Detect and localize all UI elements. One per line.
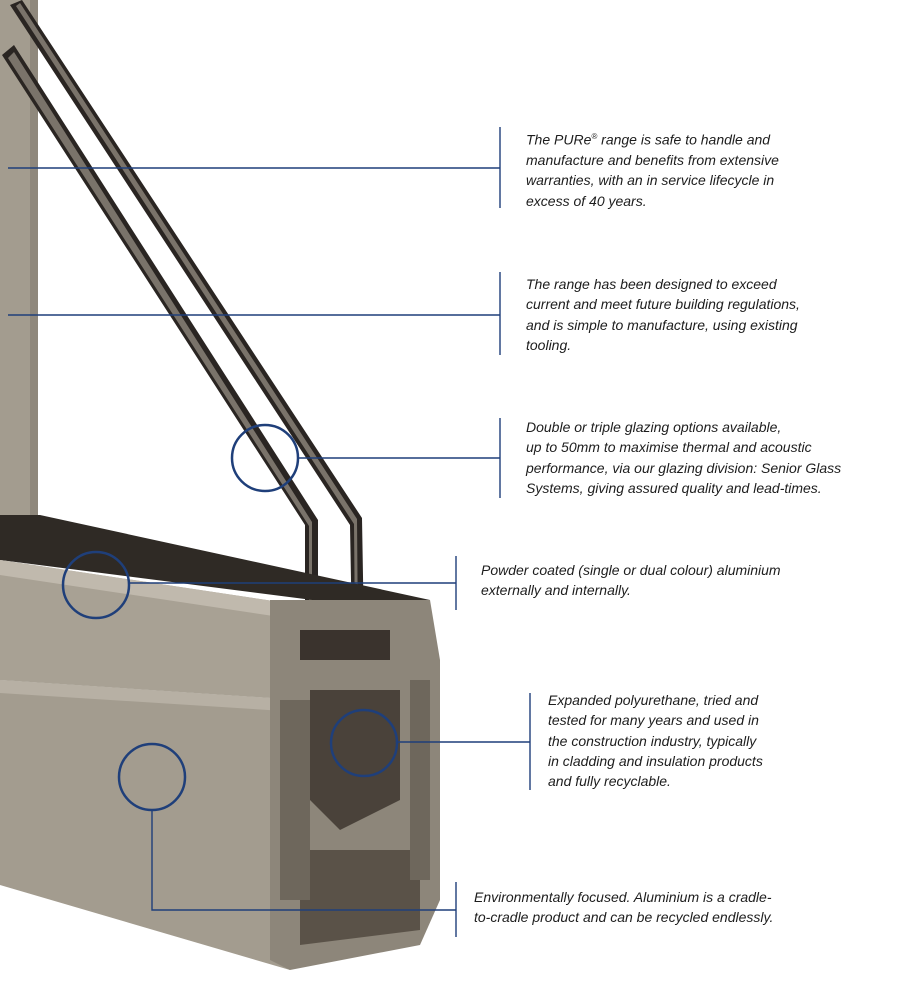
polyurethane-marker-circle	[329, 708, 399, 778]
callout-environment: Environmentally focused. Aluminium is a …	[474, 887, 773, 928]
polyurethane-core	[310, 690, 400, 830]
powder-coat-marker-circle	[61, 550, 131, 620]
registered-mark: ®	[591, 132, 598, 141]
callout-powder-coat: Powder coated (single or dual colour) al…	[481, 560, 781, 601]
callout-polyurethane: Expanded polyurethane, tried and tested …	[548, 690, 763, 791]
callout-text: The PURe	[526, 131, 592, 148]
frame-top-ledge	[0, 515, 430, 615]
outer-frame-profile	[0, 680, 300, 970]
callout-text: Environmentally focused. Aluminium is a …	[474, 889, 774, 926]
callout-glazing: Double or triple glazing options availab…	[526, 417, 841, 498]
callout-text: Expanded polyurethane, tried and tested …	[548, 692, 763, 790]
callout-warranty: The PURe® range is safe to handle and ma…	[526, 127, 779, 211]
callout-regulations: The range has been designed to exceed cu…	[526, 274, 800, 355]
callout-text: range is safe to handle and manufacture …	[526, 131, 779, 209]
callout-text: Double or triple glazing options availab…	[526, 419, 842, 496]
callout-text: The range has been designed to exceed cu…	[526, 276, 800, 353]
callout-text: Powder coated (single or dual colour) al…	[481, 562, 781, 599]
